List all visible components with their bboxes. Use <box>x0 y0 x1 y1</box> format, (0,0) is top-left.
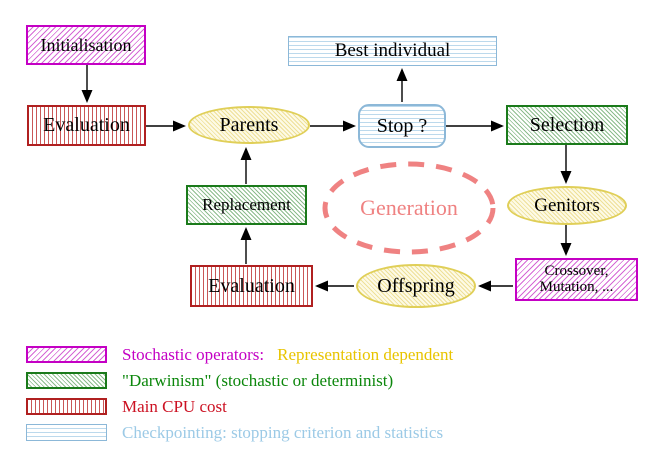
generation-dashed-ellipse <box>322 161 496 255</box>
node-selection-label: Selection <box>529 113 605 136</box>
node-evaluation-top-label: Evaluation <box>43 114 130 136</box>
legend-label-main-cpu-cost: Main CPU cost <box>122 396 227 416</box>
node-parents-label: Parents <box>219 113 279 136</box>
node-best-individual: Best individual <box>288 36 497 66</box>
node-evaluation-bottom: Evaluation <box>190 265 313 307</box>
node-selection: Selection <box>506 105 628 145</box>
legend-item-darwinism: "Darwinism" (stochastic or determinist) <box>122 370 394 390</box>
legend-item-main-cpu-cost: Main CPU cost <box>122 396 227 416</box>
node-offspring: Offspring <box>356 264 476 308</box>
legend-swatch-checkpointing <box>26 424 107 441</box>
node-parents: Parents <box>188 106 310 144</box>
legend-label-representation-dependent: Representation dependent <box>277 344 454 364</box>
node-initialisation-label: Initialisation <box>40 34 132 55</box>
node-replacement: Replacement <box>186 185 307 225</box>
legend-swatch-darwinism <box>26 372 107 389</box>
legend-swatch-stochastic-operators <box>26 346 107 363</box>
node-stop: Stop ? <box>358 104 446 148</box>
node-replacement-label: Replacement <box>202 195 291 215</box>
legend-swatch-main-cpu-cost <box>26 398 107 415</box>
node-stop-label: Stop ? <box>376 114 428 137</box>
node-initialisation: Initialisation <box>26 25 146 65</box>
node-offspring-label: Offspring <box>377 274 455 297</box>
node-best-individual-label: Best individual <box>334 40 451 62</box>
node-crossover-line1: Crossover, <box>544 262 609 279</box>
node-genitors: Genitors <box>507 186 627 225</box>
legend-label-stochastic-operators: Stochastic operators: <box>122 344 265 364</box>
legend-label-checkpointing: Checkpointing: stopping criterion and st… <box>122 422 444 442</box>
legend-item-stochastic-operators: Stochastic operators: Representation dep… <box>122 344 454 364</box>
node-evaluation-bottom-label: Evaluation <box>208 274 295 297</box>
node-crossover-line2: Mutation, ... <box>539 278 614 295</box>
legend-label-darwinism: "Darwinism" (stochastic or determinist) <box>122 370 394 390</box>
legend-item-checkpointing: Checkpointing: stopping criterion and st… <box>122 422 444 442</box>
node-crossover-mutation: Crossover, Mutation, ... <box>515 258 638 301</box>
node-generation-label: Generation <box>360 195 458 220</box>
node-evaluation-top: Evaluation <box>27 105 146 146</box>
node-genitors-label: Genitors <box>534 194 600 216</box>
